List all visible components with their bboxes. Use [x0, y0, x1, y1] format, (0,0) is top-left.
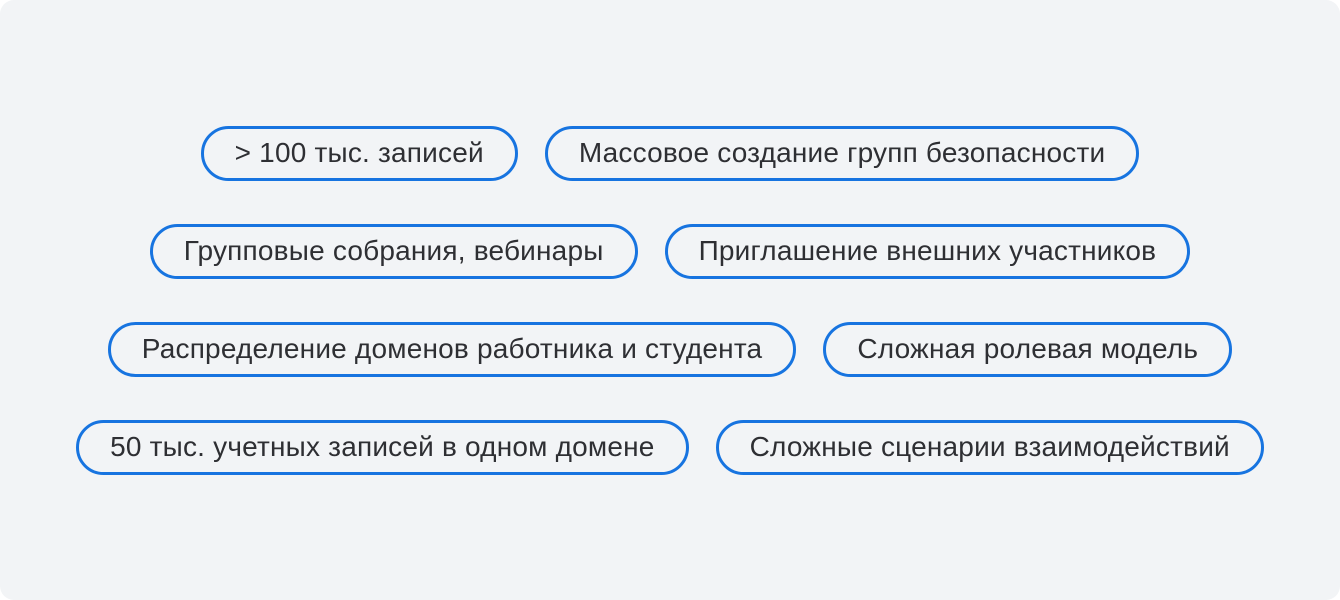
badge-row-3: Распределение доменов работника и студен… — [107, 321, 1233, 377]
badge-mass-security-groups: Массовое создание групп безопасности — [544, 125, 1140, 181]
badge-row-4: 50 тыс. учетных записей в одном домене С… — [76, 419, 1264, 475]
badge-row-1: > 100 тыс. записей Массовое создание гру… — [200, 125, 1140, 181]
badge-employee-student-domain-distribution: Распределение доменов работника и студен… — [107, 321, 797, 377]
badge-100k-records: > 100 тыс. записей — [200, 125, 518, 181]
badge-external-participants-invite: Приглашение внешних участников — [664, 223, 1191, 279]
badge-50k-accounts-single-domain: 50 тыс. учетных записей в одном домене — [76, 419, 689, 475]
badge-complex-role-model: Сложная ролевая модель — [823, 321, 1233, 377]
badge-group-meetings-webinars: Групповые собрания, вебинары — [149, 223, 638, 279]
badge-complex-interaction-scenarios: Сложные сценарии взаимодействий — [715, 419, 1264, 475]
badge-row-2: Групповые собрания, вебинары Приглашение… — [149, 223, 1191, 279]
